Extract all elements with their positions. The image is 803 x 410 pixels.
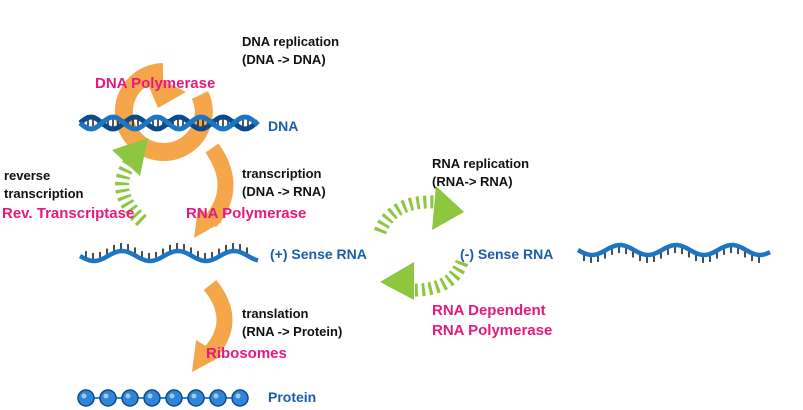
rna-rep-arrowhead [432, 186, 464, 230]
replication-arrowhead [142, 70, 186, 108]
protein-bead [77, 389, 95, 407]
rna-dependent-label-1: RNA Dependent [432, 302, 546, 319]
reverse-label-2: transcription [4, 186, 84, 201]
translation-title: translation [242, 306, 309, 321]
protein-chain-icon [77, 389, 249, 407]
translation-arrow-icon [192, 279, 233, 372]
bead-highlight [103, 393, 109, 399]
ribosomes-label: Ribosomes [206, 345, 287, 362]
transcription-arrow-icon [194, 143, 234, 238]
protein-bead [231, 389, 249, 407]
rev-transcriptase-label: Rev. Transcriptase [2, 205, 134, 222]
bead-highlight [125, 393, 131, 399]
protein-bead [121, 389, 139, 407]
bead-highlight [169, 393, 175, 399]
rna-dep-dashed-body [407, 259, 469, 297]
transcription-arc [203, 143, 234, 228]
reverse-label-1: reverse [4, 168, 50, 183]
rna-replication-sub: (RNA-> RNA) [432, 174, 513, 189]
plus-sense-rna-label: (+) Sense RNA [270, 246, 367, 262]
translation-arrowhead [192, 340, 222, 372]
protein-bead [143, 389, 161, 407]
protein-bead [99, 389, 117, 407]
plus-rna-strand-icon [78, 243, 259, 264]
bead-highlight [81, 393, 87, 399]
protein-bead [209, 389, 227, 407]
dna-helix-icon [78, 114, 260, 132]
rna-replication-title: RNA replication [432, 156, 529, 171]
protein-bead [187, 389, 205, 407]
rna-polymerase-label: RNA Polymerase [186, 205, 306, 222]
rna-dependent-arrow-icon [380, 259, 469, 300]
bead-highlight [147, 393, 153, 399]
rna-dep-arrowhead [380, 262, 414, 300]
translation-arc [202, 279, 233, 361]
protein-bead [165, 389, 183, 407]
dna-replication-sub: (DNA -> DNA) [242, 52, 326, 67]
rna-replication-arrow-icon [373, 186, 464, 235]
rna-rep-dashed-body [373, 195, 437, 235]
transcription-title: transcription [242, 166, 322, 181]
minus-rna-strand-icon [576, 242, 771, 263]
rt-arrowhead [112, 138, 148, 176]
rna-backbone [78, 248, 259, 264]
reverse-transcription-arrow-icon [112, 138, 148, 227]
dna-label: DNA [268, 118, 298, 134]
rt-dashed-body [115, 155, 147, 227]
protein-label: Protein [268, 389, 316, 405]
minus-sense-rna-label: (-) Sense RNA [460, 246, 553, 262]
dna-replication-title: DNA replication [242, 34, 339, 49]
transcription-arrowhead [194, 208, 222, 238]
rna-backbone [576, 242, 771, 258]
translation-sub: (RNA -> Protein) [242, 324, 342, 339]
bead-highlight [191, 393, 197, 399]
rna-dependent-label-2: RNA Polymerase [432, 322, 552, 339]
helix-strand-front [78, 114, 260, 132]
bead-highlight [235, 393, 241, 399]
bead-highlight [213, 393, 219, 399]
transcription-sub: (DNA -> RNA) [242, 184, 326, 199]
dna-polymerase-label: DNA Polymerase [95, 75, 215, 92]
